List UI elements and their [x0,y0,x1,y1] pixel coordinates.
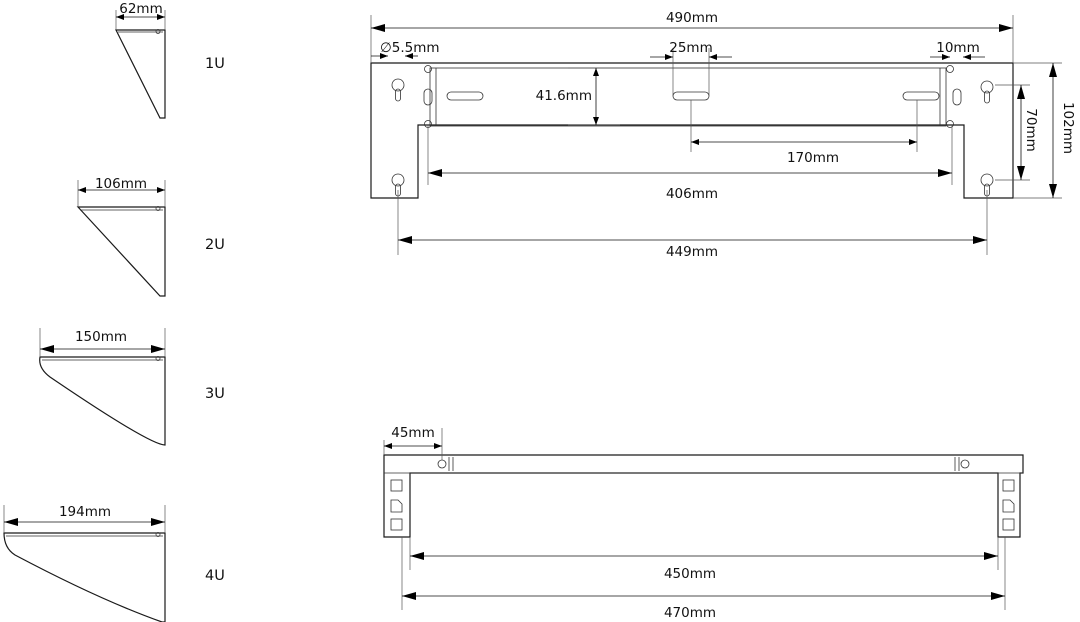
screw-icon [946,65,954,73]
side-view-1u: 62mm 1U [115,1,225,119]
front-view: 490mm ∅5.5mm 25mm 10mm 41.6mm 170mm 406m… [370,10,1076,260]
top-inner-width-label: 450mm [664,566,716,582]
u-label-3u: 3U [205,386,225,402]
depth-label-4u: 194mm [59,504,111,520]
side-view-2u: 106mm 2U [76,176,225,297]
top-view: 45mm 450mm 470mm [383,425,1024,621]
depth-label-3u: 150mm [75,329,127,345]
hole-vertical-spacing-label: 70mm [1023,108,1039,151]
slot-height-label: 41.6mm [536,88,592,104]
overall-height-label: 102mm [1060,102,1076,154]
flange-depth-label: 45mm [391,425,434,441]
keyhole-icon [980,80,994,104]
top-outer-width-label: 470mm [664,605,716,621]
hole-diameter-label: ∅5.5mm [380,40,440,56]
screw-icon [960,459,970,469]
u-label-4u: 4U [205,568,225,584]
screw-icon [437,459,447,469]
u-label-2u: 2U [205,237,225,253]
depth-label-1u: 62mm [119,1,162,17]
side-view-4u: 194mm 4U [3,504,225,622]
depth-label-2u: 106mm [95,176,147,192]
keyhole-icon [391,78,405,102]
mount-hole-spacing-label: 449mm [666,244,718,260]
slot-spacing-label: 170mm [787,150,839,166]
edge-offset-label: 10mm [936,40,979,56]
screw-icon [424,65,432,73]
overall-width-label: 490mm [666,10,718,26]
screw-icon [946,120,954,128]
inner-width-label: 406mm [666,186,718,202]
slot-length-label: 25mm [669,40,712,56]
u-label-1u: 1U [205,56,225,72]
side-view-3u: 150mm 3U [39,328,225,446]
